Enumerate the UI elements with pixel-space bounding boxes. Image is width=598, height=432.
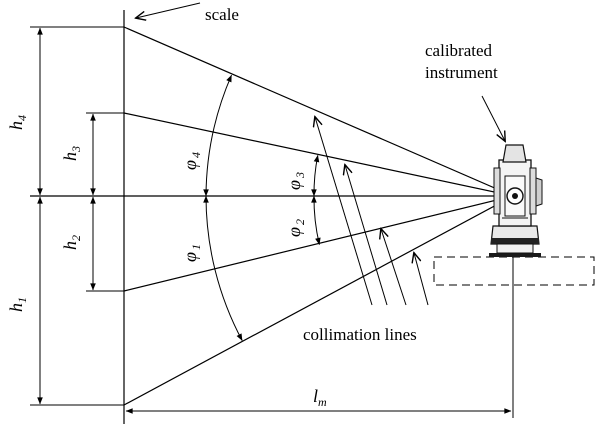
h3-label: h3 [60,146,83,161]
sight-lines [123,26,514,406]
distance-label: lm [313,386,327,409]
h2-label: h2 [60,235,83,250]
collimation-label: collimation lines [303,325,417,344]
collimation-pointers [315,117,429,306]
scale-label: scale [205,5,239,24]
phi3-label: φ3 [284,172,307,190]
phi1-label: φ1 [180,244,203,262]
instrument-pointer [481,95,505,141]
phi3-arc [311,154,320,197]
scale-pointer [136,2,201,18]
height-dimensions [37,27,96,405]
instrument-label-line2: instrument [425,63,498,82]
distance-dimension [125,210,514,418]
phi2-label: φ2 [284,219,307,237]
calibrated-instrument-icon [489,144,543,257]
dashed-platform [433,256,595,286]
phi1-arc [203,195,243,341]
phi4-arc [203,74,232,197]
h4-label: h4 [6,115,29,130]
phi2-arc [311,195,321,245]
h1-label: h1 [6,297,29,312]
instrument-label-line1: calibrated [425,41,493,60]
phi4-label: φ4 [180,152,203,170]
angle-arcs [203,74,321,341]
height-extension-lines [30,26,124,406]
